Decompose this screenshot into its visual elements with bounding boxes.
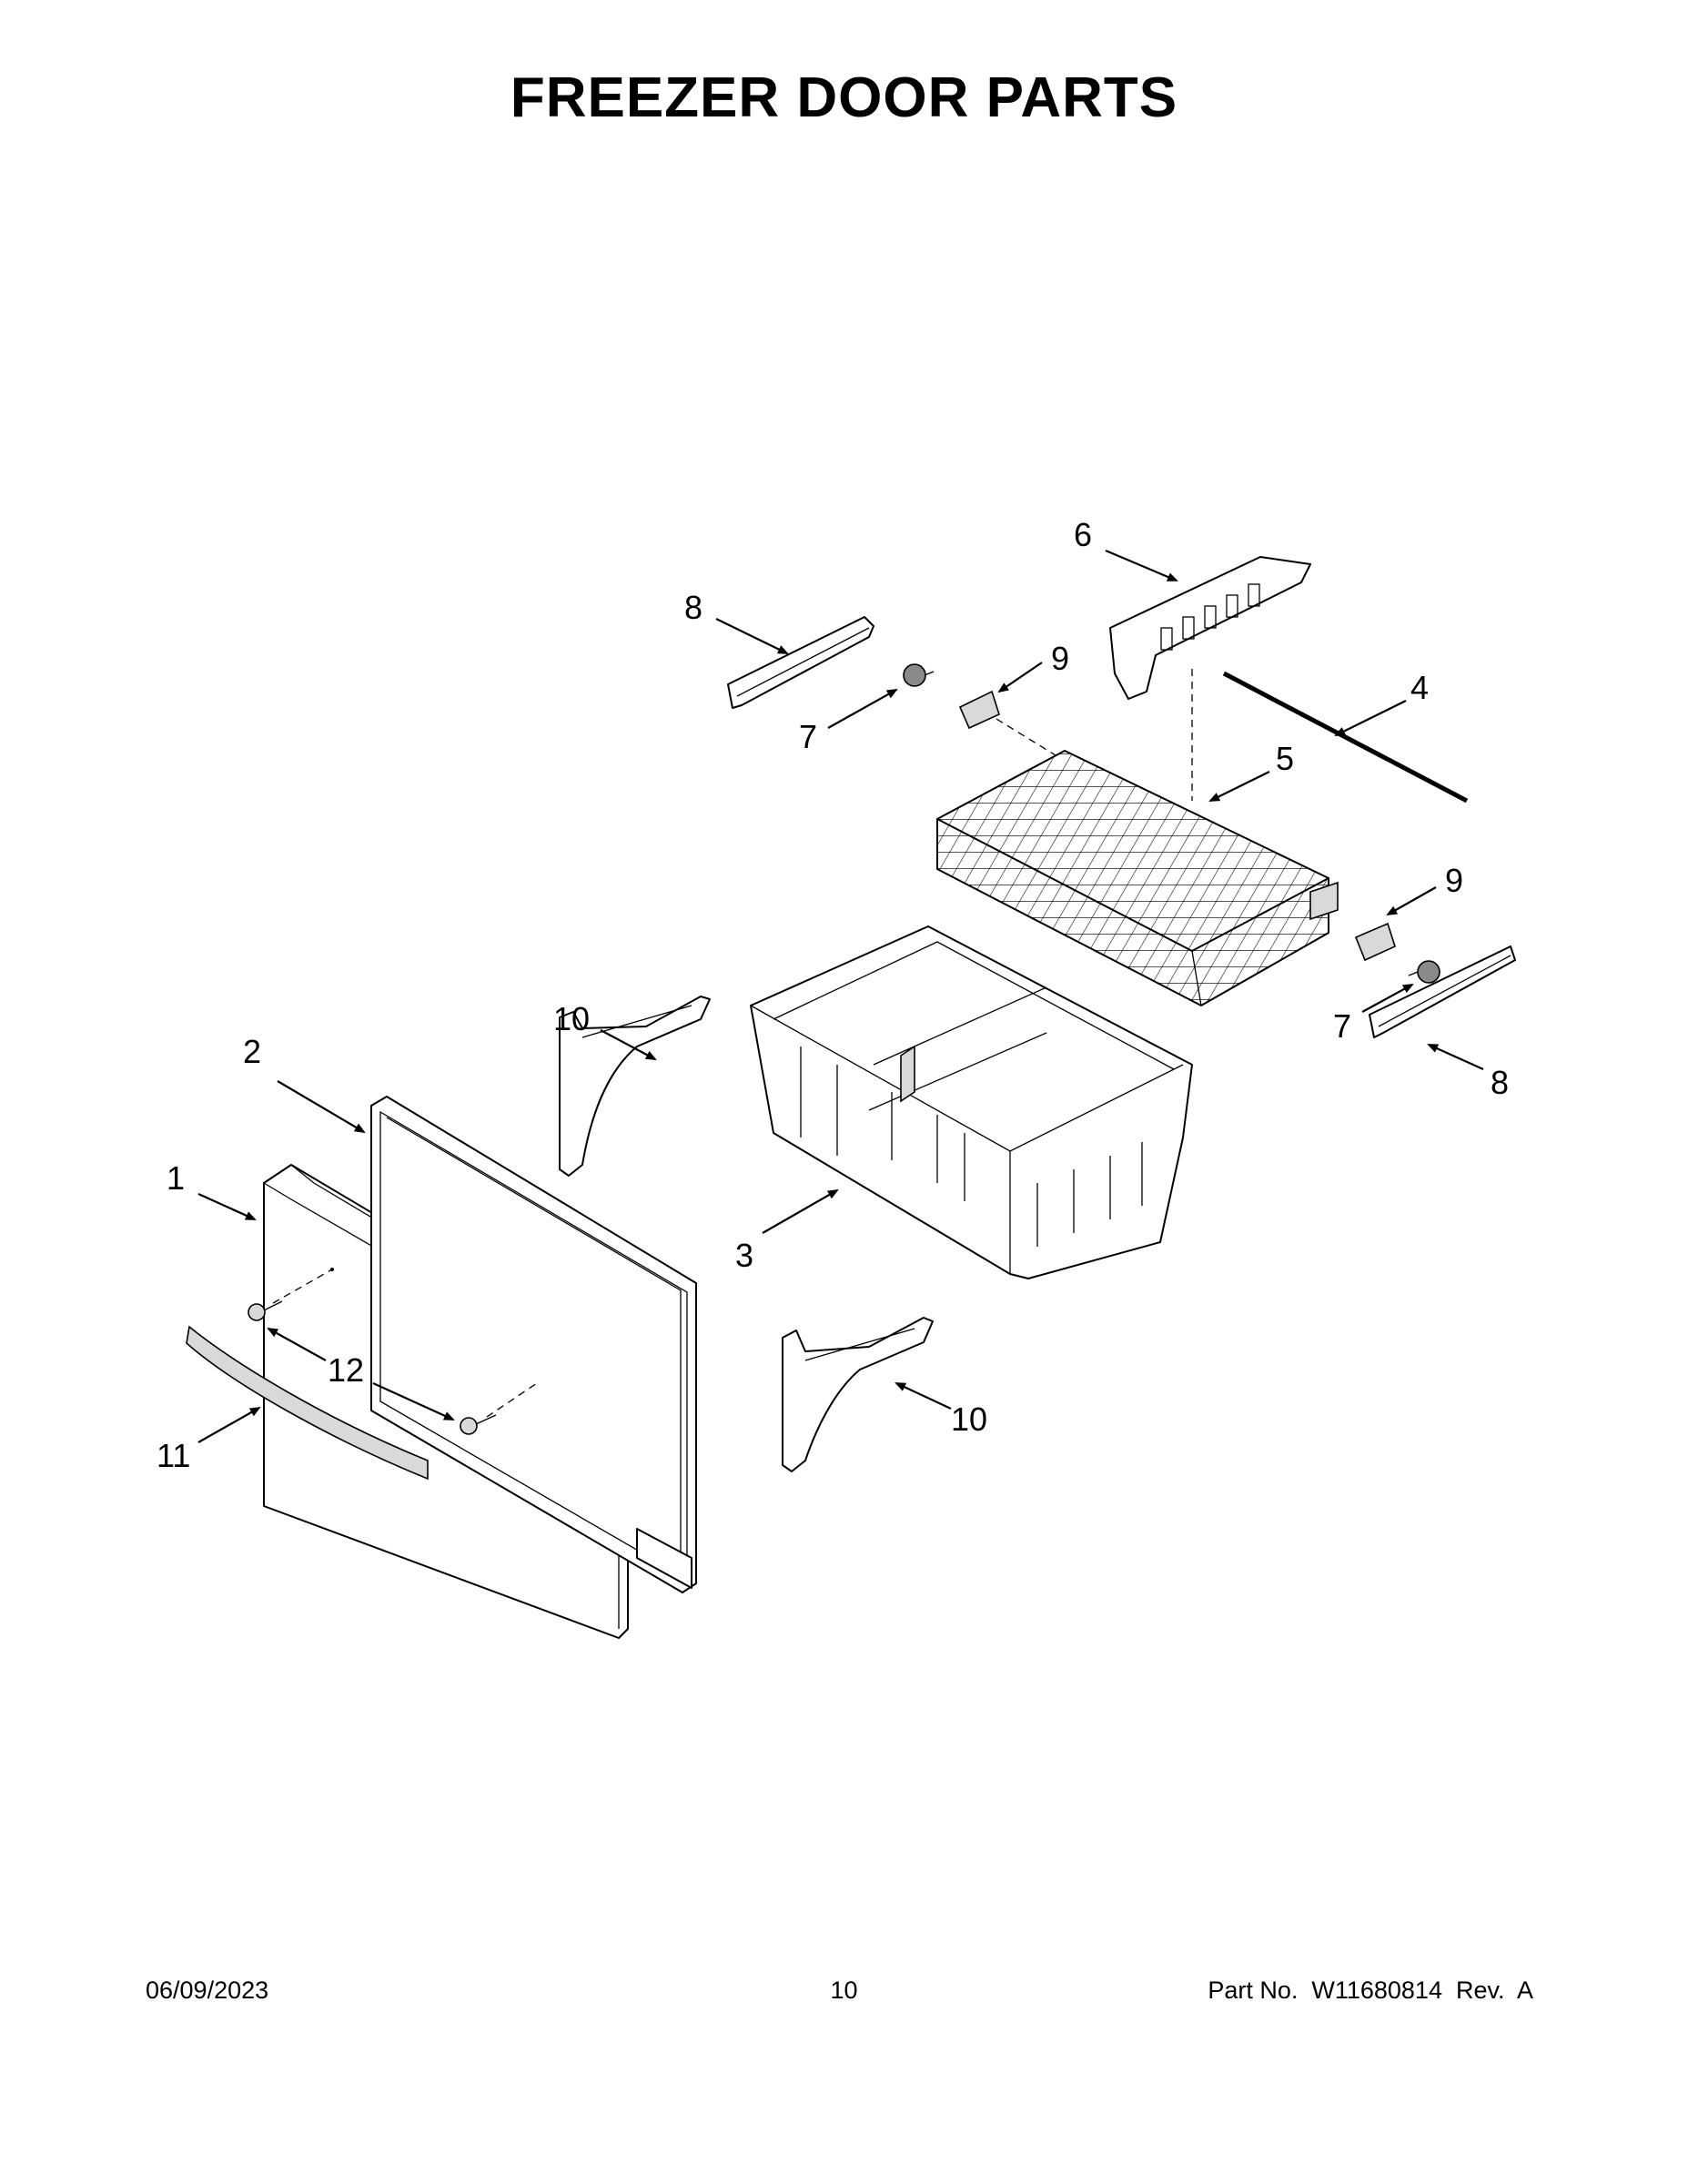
callout-9: 9 [1051, 640, 1069, 677]
wire-basket [936, 749, 1339, 1007]
leader-7a [827, 689, 898, 729]
leader-5 [1208, 771, 1270, 802]
callout-4: 4 [1410, 669, 1429, 706]
slide-bracket [1354, 922, 1396, 962]
page-title: FREEZER DOOR PARTS [510, 66, 1178, 129]
callout-12: 12 [328, 1351, 364, 1389]
leader-12b [372, 1381, 455, 1421]
callout-10: 10 [553, 1000, 590, 1037]
footer-date: 06/09/2023 [146, 1977, 269, 2004]
drive-gear [1408, 960, 1440, 984]
handle-screw [248, 1269, 333, 1321]
callout-8: 8 [1491, 1064, 1509, 1101]
door-gasket [370, 1096, 697, 1593]
leader-12a [267, 1328, 327, 1361]
handle-screw [460, 1382, 538, 1435]
leader-7b [1361, 984, 1414, 1013]
callout-1: 1 [167, 1159, 185, 1197]
rail-cover [1369, 945, 1516, 1038]
freezer-bin [750, 925, 1193, 1279]
leader-4 [1334, 700, 1407, 736]
drawer-slide-rail [782, 1317, 934, 1472]
leader-3 [762, 1189, 839, 1234]
leader-9a [997, 662, 1043, 693]
leader-10b [895, 1382, 952, 1410]
basket-rod [1222, 671, 1469, 804]
rail-cover [727, 616, 874, 709]
leader-9b [1386, 886, 1437, 915]
callout-6: 6 [1074, 516, 1092, 553]
leader-8b [1427, 1043, 1484, 1071]
callout-8: 8 [684, 589, 702, 626]
leader-8a [715, 618, 789, 654]
callout-9: 9 [1445, 862, 1463, 899]
drawer-slide-rail [559, 996, 711, 1177]
callout-3: 3 [735, 1237, 753, 1274]
basket-divider [1109, 556, 1311, 801]
callout-5: 5 [1276, 740, 1294, 777]
leader-10a [600, 1029, 657, 1060]
callout-7: 7 [1333, 1007, 1351, 1045]
leader-11 [197, 1407, 261, 1443]
door-handle [186, 1325, 429, 1481]
footer-page-number: 10 [830, 1977, 858, 2004]
slide-bracket [958, 690, 1056, 756]
callout-10: 10 [951, 1400, 987, 1438]
callout-2: 2 [243, 1033, 261, 1070]
drive-gear [903, 663, 935, 687]
leader-2 [277, 1080, 366, 1134]
callout-11: 11 [157, 1437, 190, 1474]
callout-7: 7 [799, 718, 817, 755]
leader-6 [1105, 549, 1178, 582]
footer-part-number: Part No. W11680814 Rev. A [1208, 1977, 1533, 2004]
leader-1 [197, 1192, 257, 1221]
